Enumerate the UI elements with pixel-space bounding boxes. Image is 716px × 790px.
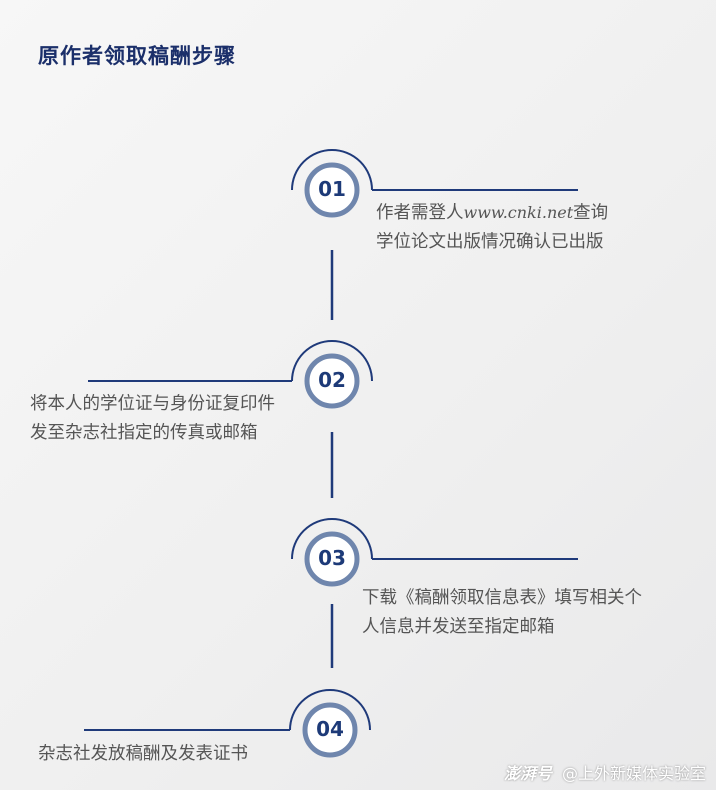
step-3-circle	[304, 531, 360, 587]
watermark-account: @上外新媒体实验室	[561, 764, 706, 783]
step-2-circle	[304, 353, 360, 409]
step-1-number: 01	[318, 177, 346, 201]
cnki-url: www.cnki.net	[463, 203, 574, 222]
step-4-number: 04	[316, 717, 344, 741]
step-4-line1: 杂志社发放稿酬及发表证书	[38, 744, 248, 764]
watermark-brand: 澎湃号	[503, 764, 552, 783]
step-4-circle	[302, 702, 358, 758]
step-3-number: 03	[318, 546, 346, 570]
step-3-arc	[291, 518, 373, 560]
step-3-text: 下载《稿酬领取信息表》填写相关个 人信息并发送至指定邮箱	[362, 584, 642, 642]
step-1-text-b: 查询	[573, 203, 609, 223]
page-title: 原作者领取稿酬步骤	[38, 43, 236, 68]
step-1-circle	[304, 162, 360, 218]
step-2-text: 将本人的学位证与身份证复印件 发至杂志社指定的传真或邮箱	[30, 390, 275, 448]
step-3-line2: 人信息并发送至指定邮箱	[362, 617, 555, 637]
step-2-arc	[291, 340, 373, 382]
step-1-arc	[291, 149, 373, 191]
step-4-arc	[289, 689, 371, 731]
step-2-line2: 发至杂志社指定的传真或邮箱	[30, 423, 258, 443]
watermark: 澎湃号 @上外新媒体实验室	[504, 760, 706, 784]
step-1-text: 作者需登人www.cnki.net查询 学位论文出版情况确认已出版	[376, 198, 608, 257]
step-1-line2: 学位论文出版情况确认已出版	[376, 232, 604, 252]
step-3-line1: 下载《稿酬领取信息表》填写相关个	[362, 588, 642, 608]
step-2-number: 02	[318, 368, 346, 392]
step-1-text-a: 作者需登人	[376, 203, 464, 223]
step-4-text: 杂志社发放稿酬及发表证书	[38, 740, 248, 769]
step-2-line1: 将本人的学位证与身份证复印件	[30, 394, 275, 414]
